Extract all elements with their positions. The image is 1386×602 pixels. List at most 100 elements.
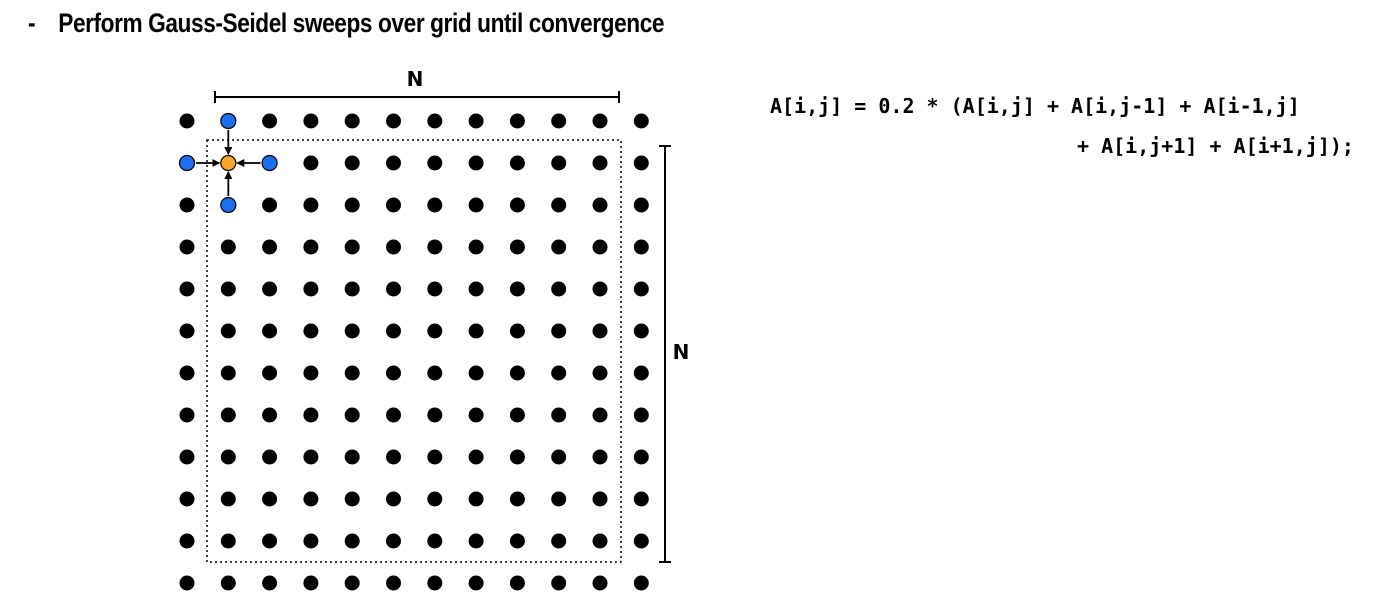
- grid-point: [427, 155, 443, 171]
- grid-point: [509, 533, 525, 549]
- grid-point: [551, 197, 567, 213]
- right-dimension-label: N: [673, 340, 690, 364]
- grid-point: [262, 365, 278, 381]
- grid-point: [386, 365, 401, 381]
- grid-point: [509, 197, 525, 213]
- grid-point: [551, 155, 567, 171]
- grid-point: [386, 407, 401, 423]
- grid-point: [179, 533, 195, 549]
- grid-point: [427, 281, 443, 297]
- grid-point: [303, 197, 319, 213]
- grid-point: [220, 281, 236, 297]
- grid-point: [344, 281, 360, 297]
- grid-point: [592, 365, 608, 381]
- grid-point: [303, 155, 319, 171]
- grid-point: [592, 155, 608, 171]
- grid-point: [344, 449, 360, 465]
- grid-point: [592, 197, 608, 213]
- grid-point: [179, 239, 195, 255]
- grid-point: [427, 407, 443, 423]
- grid-point: [509, 449, 525, 465]
- code-line-2: + A[i,j+1] + A[i+1,j]);: [1077, 134, 1354, 158]
- grid-point: [468, 281, 484, 297]
- grid-point: [592, 533, 608, 549]
- grid-point: [262, 407, 278, 423]
- grid-point: [509, 155, 525, 171]
- grid-point: [303, 113, 319, 129]
- grid-point: [179, 449, 195, 465]
- grid-point: [592, 281, 608, 297]
- grid-point: [303, 365, 319, 381]
- grid-point: [179, 365, 195, 381]
- grid-point: [262, 239, 278, 255]
- grid-point: [468, 155, 484, 171]
- center-point: [220, 154, 237, 172]
- bullet-marker: -: [28, 8, 36, 38]
- grid-point: [386, 113, 401, 129]
- grid-point: [220, 491, 236, 507]
- grid-dots: [178, 112, 649, 591]
- grid-point: [509, 365, 525, 381]
- grid-point: [551, 533, 567, 549]
- grid-point: [468, 197, 484, 213]
- grid-point: [633, 197, 649, 213]
- grid-point: [551, 449, 567, 465]
- grid-point: [179, 281, 195, 297]
- grid-point: [468, 239, 484, 255]
- grid-point: [468, 533, 484, 549]
- grid-point: [633, 113, 649, 129]
- grid-point: [344, 155, 360, 171]
- grid-point: [551, 491, 567, 507]
- grid-point: [386, 449, 401, 465]
- grid-point: [633, 281, 649, 297]
- grid-point: [179, 113, 195, 129]
- grid-point: [551, 281, 567, 297]
- stencil-arrows: [196, 130, 261, 196]
- grid-point: [344, 533, 360, 549]
- grid-point: [633, 407, 649, 423]
- grid-point: [303, 449, 319, 465]
- grid-point: [220, 407, 236, 423]
- grid-point: [468, 407, 484, 423]
- grid-point: [344, 197, 360, 213]
- interior-boundary: [206, 139, 622, 563]
- grid-point: [262, 491, 278, 507]
- code-line-1: A[i,j] = 0.2 * (A[i,j] + A[i,j-1] + A[i-…: [770, 94, 1300, 118]
- grid-point: [344, 113, 360, 129]
- neighbor-point: [178, 154, 196, 172]
- grid-point: [592, 491, 608, 507]
- grid-point: [179, 323, 195, 339]
- grid-point: [592, 323, 608, 339]
- grid-point: [386, 281, 401, 297]
- grid-point: [386, 239, 401, 255]
- top-dimension-bracket: [214, 91, 620, 103]
- grid-point: [427, 575, 443, 591]
- grid-point: [509, 323, 525, 339]
- grid-point: [220, 239, 236, 255]
- grid-point: [633, 323, 649, 339]
- grid-point: [427, 491, 443, 507]
- grid-point: [468, 449, 484, 465]
- grid-point: [633, 533, 649, 549]
- grid-point: [592, 239, 608, 255]
- grid-point: [220, 533, 236, 549]
- neighbor-point: [261, 154, 278, 172]
- grid-point: [633, 365, 649, 381]
- grid-point: [468, 113, 484, 129]
- grid-point: [427, 365, 443, 381]
- grid-point: [509, 407, 525, 423]
- grid-point: [468, 323, 484, 339]
- grid-point: [220, 449, 236, 465]
- grid-point: [262, 197, 278, 213]
- grid-point: [427, 449, 443, 465]
- grid-point: [468, 365, 484, 381]
- grid-point: [220, 365, 236, 381]
- grid-point: [303, 533, 319, 549]
- neighbor-point: [220, 196, 237, 214]
- grid-point: [303, 281, 319, 297]
- grid-point: [344, 239, 360, 255]
- grid-point: [551, 407, 567, 423]
- grid-point: [344, 365, 360, 381]
